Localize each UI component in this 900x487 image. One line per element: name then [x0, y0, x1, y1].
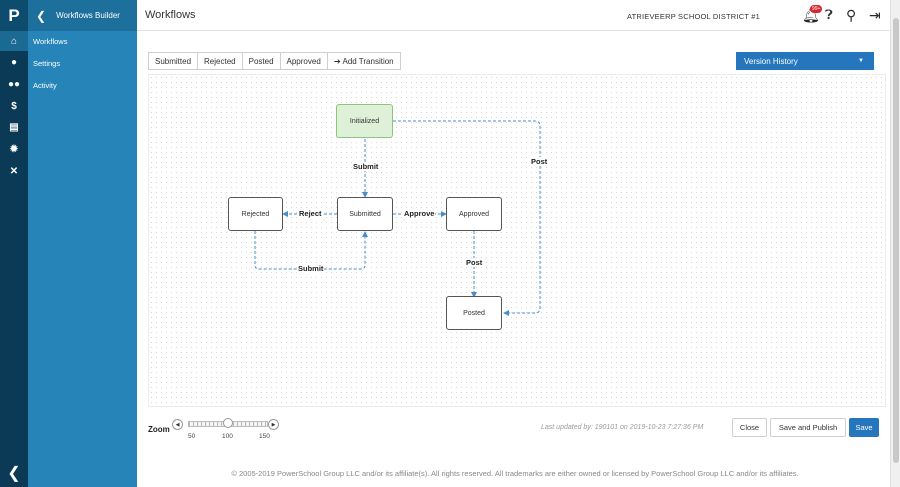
- edge-label-submit-bottom[interactable]: Submit: [297, 264, 325, 273]
- sidebar-item-activity[interactable]: Activity: [33, 81, 57, 90]
- users-icon[interactable]: ●●: [7, 78, 21, 90]
- powerschool-logo[interactable]: P: [0, 0, 28, 31]
- last-updated-text: Last updated by: 190101 on 2019-10-23 7:…: [541, 424, 704, 431]
- page-title: Workflows: [145, 9, 196, 21]
- version-history-dropdown[interactable]: Version History ▼: [736, 52, 874, 70]
- top-header: Workflows ATRIEVEERP SCHOOL DISTRICT #1 …: [137, 0, 890, 31]
- copyright-footer: © 2005-2019 PowerSchool Group LLC and/or…: [231, 469, 799, 478]
- chart-icon[interactable]: ▤: [9, 121, 19, 133]
- save-and-publish-button[interactable]: Save and Publish: [770, 418, 846, 437]
- status-button-submitted[interactable]: Submitted: [148, 52, 199, 70]
- zoom-tick-150: 150: [259, 433, 270, 440]
- district-name[interactable]: ATRIEVEERP SCHOOL DISTRICT #1: [626, 12, 760, 21]
- collapse-rail-icon[interactable]: ❮: [7, 465, 21, 482]
- notification-badge: 99+: [810, 5, 823, 13]
- edge-label-submit-top[interactable]: Submit: [352, 162, 380, 171]
- workflow-canvas[interactable]: Initialized Rejected Submitted Approved …: [148, 74, 886, 407]
- version-history-label: Version History: [744, 56, 798, 66]
- help-icon[interactable]: ❓︎: [825, 7, 833, 22]
- chevron-down-icon: ▼: [858, 58, 864, 64]
- zoom-label: Zoom: [148, 425, 170, 434]
- zoom-in-button[interactable]: ▶: [268, 419, 279, 430]
- edge-label-post-initialized[interactable]: Post: [530, 157, 549, 166]
- search-icon[interactable]: ⚲: [846, 7, 857, 23]
- zoom-out-button[interactable]: ◀: [172, 419, 183, 430]
- add-transition-button[interactable]: ➔ Add Transition: [327, 52, 401, 70]
- save-button[interactable]: Save: [849, 418, 879, 437]
- edge-label-post-approved[interactable]: Post: [465, 258, 484, 267]
- edge-label-approve[interactable]: Approve: [403, 209, 436, 218]
- node-approved[interactable]: Approved: [446, 197, 502, 231]
- edge-label-reject[interactable]: Reject: [298, 209, 323, 218]
- sidebar-item-settings[interactable]: Settings: [33, 59, 61, 68]
- icon-rail: P ⌂ ● ●● $ ▤ ✹ ✕ ❮: [0, 0, 28, 487]
- zoom-tick-50: 50: [188, 433, 196, 440]
- dollar-icon[interactable]: $: [11, 100, 17, 112]
- zoom-slider-handle[interactable]: [223, 418, 233, 428]
- status-button-rejected[interactable]: Rejected: [197, 52, 243, 70]
- tools-icon[interactable]: ✕: [9, 165, 19, 177]
- logout-icon[interactable]: ⇥: [869, 7, 881, 23]
- status-button-posted[interactable]: Posted: [241, 52, 281, 70]
- page-scrollbar[interactable]: [890, 0, 900, 487]
- user-icon[interactable]: ●: [10, 56, 18, 68]
- node-rejected[interactable]: Rejected: [228, 197, 283, 231]
- home-icon[interactable]: ⌂: [0, 31, 28, 51]
- zoom-tick-100: 100: [222, 433, 233, 440]
- sidebar-item-workflows[interactable]: Workflows: [33, 37, 68, 46]
- status-button-approved[interactable]: Approved: [279, 52, 328, 70]
- edge-post-initialized: [393, 120, 541, 316]
- status-button-group: Submitted Rejected Posted Approved: [148, 52, 328, 70]
- node-submitted[interactable]: Submitted: [337, 197, 393, 231]
- sidebar-title: Workflows Builder: [56, 11, 120, 20]
- scrollbar-thumb[interactable]: [893, 18, 899, 463]
- node-initialized[interactable]: Initialized: [336, 104, 393, 138]
- sidebar-header: ❮ Workflows Builder: [28, 0, 137, 31]
- node-posted[interactable]: Posted: [446, 296, 502, 330]
- secondary-sidebar: ❮ Workflows Builder Workflows Settings A…: [28, 0, 137, 487]
- workflow-edges: [254, 120, 541, 316]
- back-icon[interactable]: ❮: [36, 8, 47, 23]
- close-button[interactable]: Close: [732, 418, 767, 437]
- gear-icon[interactable]: ✹: [9, 143, 19, 155]
